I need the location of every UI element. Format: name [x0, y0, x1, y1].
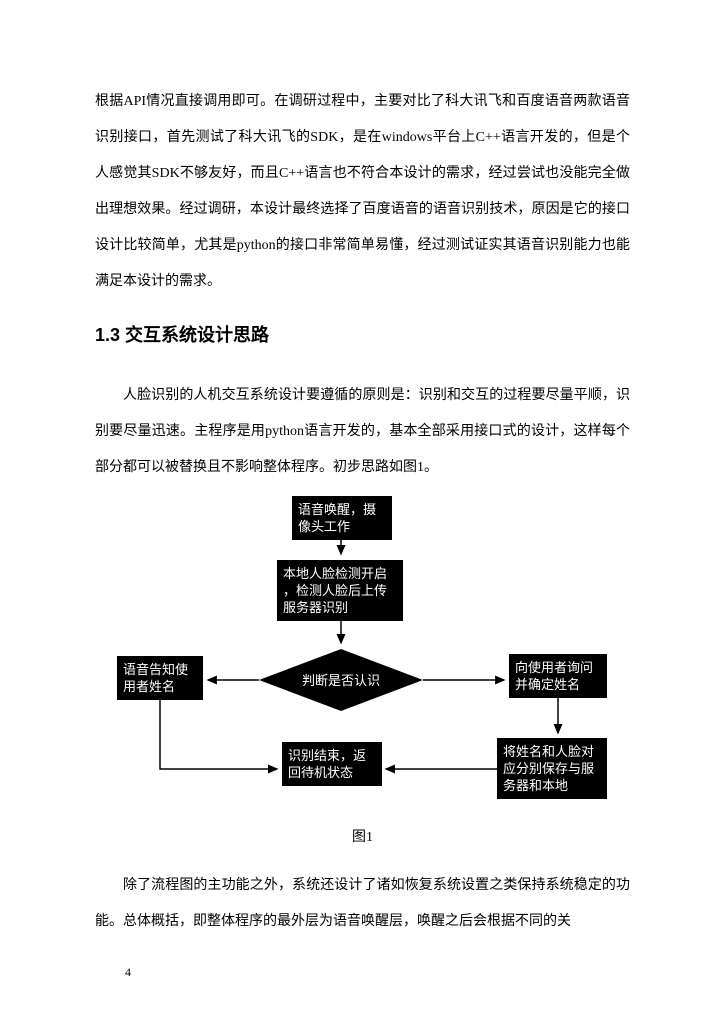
section-heading: 1.3 交互系统设计思路 — [95, 325, 270, 345]
page-number: 4 — [125, 965, 131, 979]
flow-node-start: 语音唤醒，摄 像头工作 — [292, 496, 392, 540]
flowchart-figure: 语音唤醒，摄 像头工作 本地人脸检测开启 ，检测人脸后上传 服务器识别 判断是否… — [95, 492, 630, 812]
connector-known-to-end — [159, 700, 279, 774]
paragraph-api-research: 根据API情况直接调用即可。在调研过程中，主要对比了科大讯飞和百度语音两款语音识… — [95, 94, 630, 289]
flow-node-save: 将姓名和人脸对 应分别保存与服 务器和本地 — [497, 738, 607, 799]
flow-connectors — [159, 540, 563, 774]
flow-node-known: 语音告知使 用者姓名 — [117, 656, 203, 700]
figure-caption: 图1 — [352, 830, 373, 845]
paragraph-system-stability: 除了流程图的主功能之外，系统还设计了诸如恢复系统设置之类保持系统稳定的功能。总体… — [95, 878, 630, 929]
paragraph-design-principles: 人脸识别的人机交互系统设计要遵循的原则是：识别和交互的过程要尽量平顺，识别要尽量… — [95, 388, 630, 475]
flow-node-decision-label: 判断是否认识 — [301, 673, 380, 688]
flow-node-ask: 向使用者询问 并确定姓名 — [509, 654, 607, 698]
flow-node-end: 识别结束，返 回待机状态 — [282, 742, 382, 786]
decision-diamond — [259, 649, 423, 711]
flow-node-detect: 本地人脸检测开启 ，检测人脸后上传 服务器识别 — [277, 560, 403, 621]
